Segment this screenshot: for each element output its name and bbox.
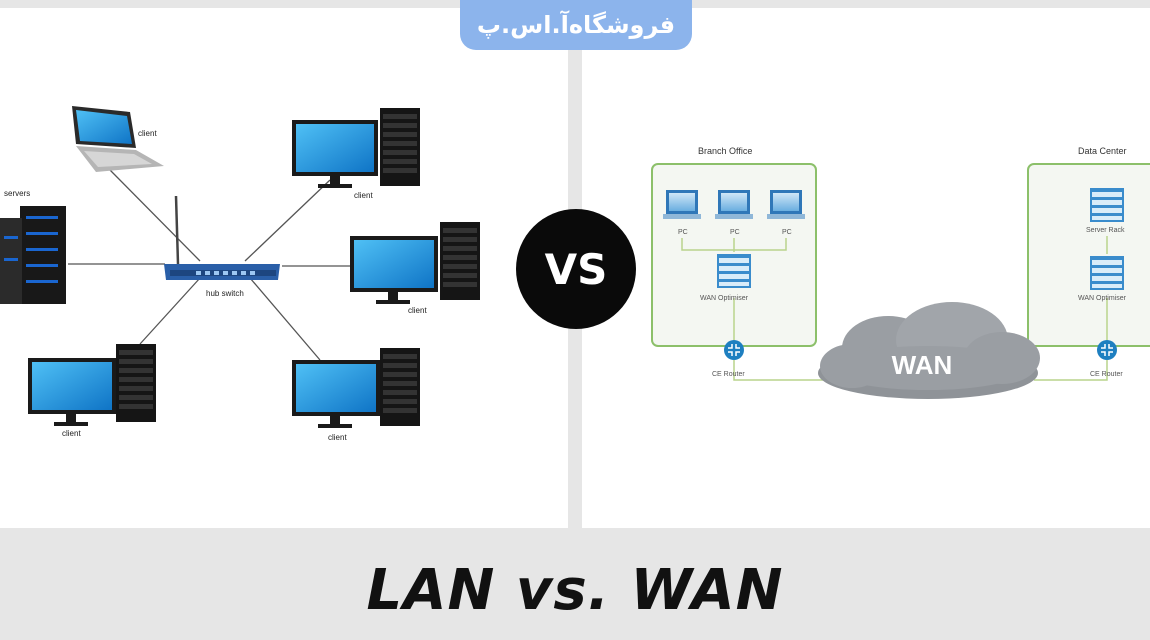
lan-topology-diagram: servers client xyxy=(0,106,480,442)
ce-router-left-label: CE Router xyxy=(712,371,745,378)
pc-label-2: PC xyxy=(730,229,740,236)
server-rack-icon xyxy=(0,206,66,304)
datacenter-links xyxy=(1034,236,1108,381)
data-center-box xyxy=(1027,163,1150,347)
client-right-label: client xyxy=(408,306,427,315)
client-computer-bottom-left xyxy=(28,344,156,426)
pc-label-3: PC xyxy=(782,229,792,236)
ce-router-left-icon xyxy=(723,339,745,361)
branch-pcs xyxy=(663,190,805,219)
wan-cloud-icon xyxy=(818,302,1040,399)
ce-router-right-label: CE Router xyxy=(1090,371,1123,378)
branch-office-title: Branch Office xyxy=(698,146,752,156)
client-computer-bottom-right xyxy=(292,348,420,428)
laptop-client-label: client xyxy=(138,129,157,138)
hub-switch-label: hub switch xyxy=(206,289,244,298)
laptop-icon xyxy=(72,106,164,172)
hub-switch-icon xyxy=(164,195,280,280)
lan-panel: servers client xyxy=(0,8,568,528)
wan-panel: Branch Office PC PC PC WAN Optimiser xyxy=(582,8,1150,528)
wan-optimiser-left-icon xyxy=(717,254,751,288)
client-top-right-label: client xyxy=(354,191,373,200)
client-computer-right xyxy=(350,222,480,304)
pc-label-1: PC xyxy=(678,229,688,236)
watermark-badge: فروشگاه‌آ.اس.پ xyxy=(460,0,692,50)
wan-optimiser-right-icon xyxy=(1090,256,1124,290)
branch-links xyxy=(681,238,824,381)
footer-title: LAN vs. WAN xyxy=(366,557,784,623)
wan-topology-diagram: Branch Office PC PC PC WAN Optimiser xyxy=(651,146,1150,399)
server-rack-icon-dc xyxy=(1090,188,1124,222)
ce-router-right-icon xyxy=(1096,339,1118,361)
servers-label: servers xyxy=(4,189,30,198)
wan-optimiser-left-label: WAN Optimiser xyxy=(700,295,749,302)
client-bottom-left-label: client xyxy=(62,429,81,438)
vs-badge: VS xyxy=(516,209,636,329)
client-computer-top-right xyxy=(292,108,420,188)
client-bottom-right-label: client xyxy=(328,433,347,442)
data-center-title: Data Center xyxy=(1078,146,1127,156)
wan-cloud-label: WAN xyxy=(892,350,953,380)
wan-optimiser-right-label: WAN Optimiser xyxy=(1078,295,1127,302)
server-rack-label: Server Rack xyxy=(1086,227,1125,234)
